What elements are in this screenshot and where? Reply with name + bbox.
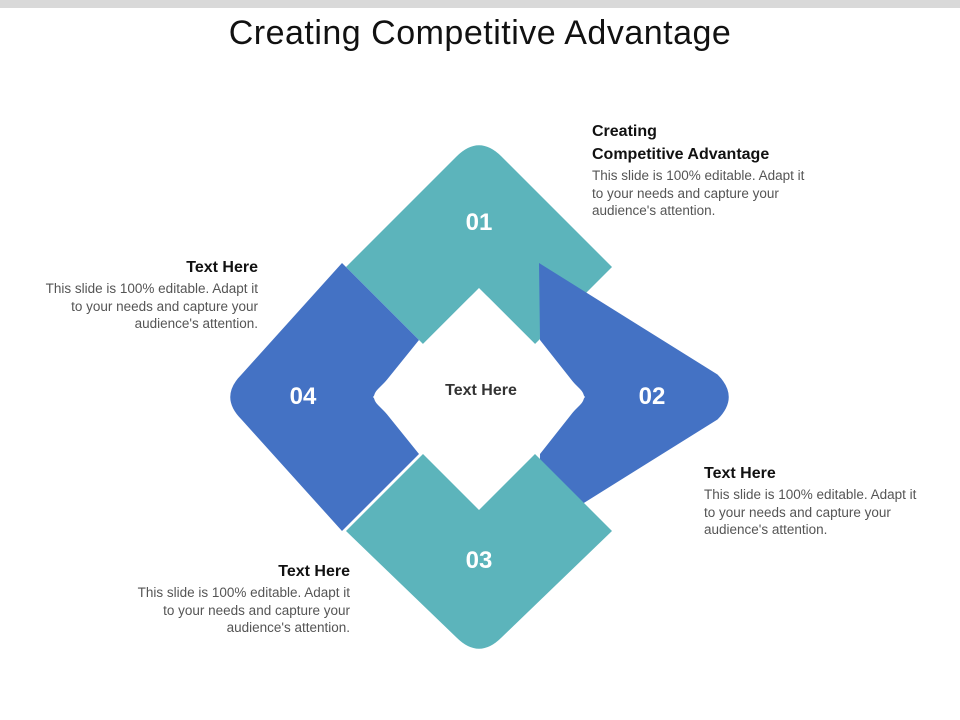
- segment-02[interactable]: [539, 263, 729, 531]
- slide-title: Creating Competitive Advantage: [228, 14, 732, 52]
- text-block-03: Text Here This slide is 100% editable. A…: [110, 560, 350, 637]
- segment-02-number: 02: [639, 383, 666, 410]
- block-04-heading: Text Here: [186, 259, 258, 276]
- segment-03[interactable]: [346, 454, 612, 649]
- block-03-heading: Text Here: [278, 563, 350, 580]
- segment-01-number: 01: [466, 209, 493, 236]
- segment-03-number: 03: [466, 547, 493, 574]
- segment-04[interactable]: [230, 263, 419, 531]
- block-03-body: This slide is 100% editable. Adapt it to…: [137, 585, 350, 635]
- text-block-02: Text Here This slide is 100% editable. A…: [704, 462, 944, 539]
- block-04-body: This slide is 100% editable. Adapt it to…: [45, 281, 258, 331]
- block-02-heading: Text Here: [704, 465, 776, 482]
- text-block-04: Text Here This slide is 100% editable. A…: [18, 256, 258, 333]
- block-01-heading: Creating Competitive Advantage: [592, 123, 770, 163]
- block-01-body: This slide is 100% editable. Adapt it to…: [592, 168, 805, 218]
- center-diamond: [374, 293, 584, 501]
- block-02-body: This slide is 100% editable. Adapt it to…: [704, 487, 917, 537]
- top-bar: [0, 0, 960, 8]
- segment-04-number: 04: [290, 383, 317, 410]
- text-block-01: Creating Competitive Advantage This slid…: [592, 120, 832, 220]
- center-label: Text Here: [445, 382, 517, 399]
